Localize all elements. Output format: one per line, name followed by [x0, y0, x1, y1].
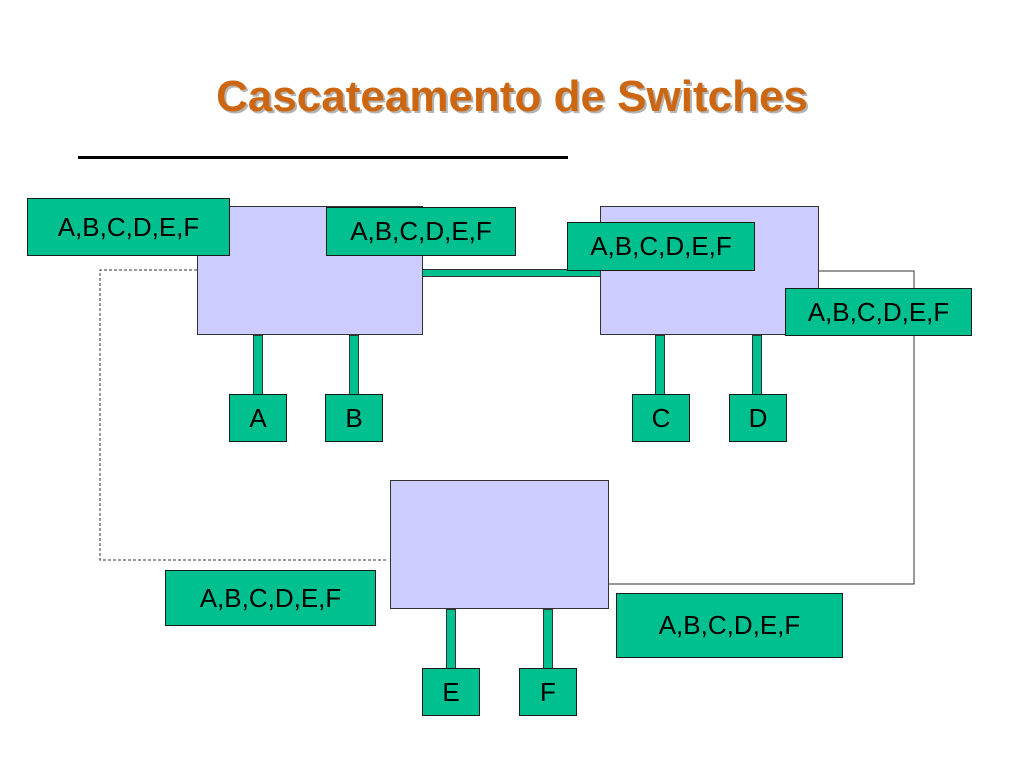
link-switch3-host-f: [543, 609, 553, 669]
link-switch1-host-b: [349, 335, 359, 395]
link-switch2-host-d: [752, 335, 762, 395]
host-f: F: [519, 668, 577, 716]
host-c: C: [632, 394, 690, 442]
table-label-switch3-right: A,B,C,D,E,F: [616, 593, 843, 658]
table-label-switch1-left: A,B,C,D,E,F: [27, 198, 230, 256]
link-switch1-host-a: [253, 335, 263, 395]
link-switch3-host-e: [446, 609, 456, 669]
solid-link-switch2-switch3: [608, 270, 915, 585]
slide-title: Cascateamento de Switches: [216, 72, 808, 121]
host-b: B: [325, 394, 383, 442]
table-label-switch1-right: A,B,C,D,E,F: [326, 207, 516, 256]
table-label-switch3-left: A,B,C,D,E,F: [165, 570, 376, 626]
link-switch2-host-c: [655, 335, 665, 395]
table-label-switch2-right: A,B,C,D,E,F: [785, 288, 972, 336]
table-label-switch2-left: A,B,C,D,E,F: [567, 222, 755, 271]
title-underline: [78, 156, 568, 159]
host-a: A: [229, 394, 287, 442]
host-e: E: [422, 668, 480, 716]
switch-3: [390, 480, 609, 609]
host-d: D: [729, 394, 787, 442]
dashed-link-switch1-switch3: [99, 269, 388, 561]
